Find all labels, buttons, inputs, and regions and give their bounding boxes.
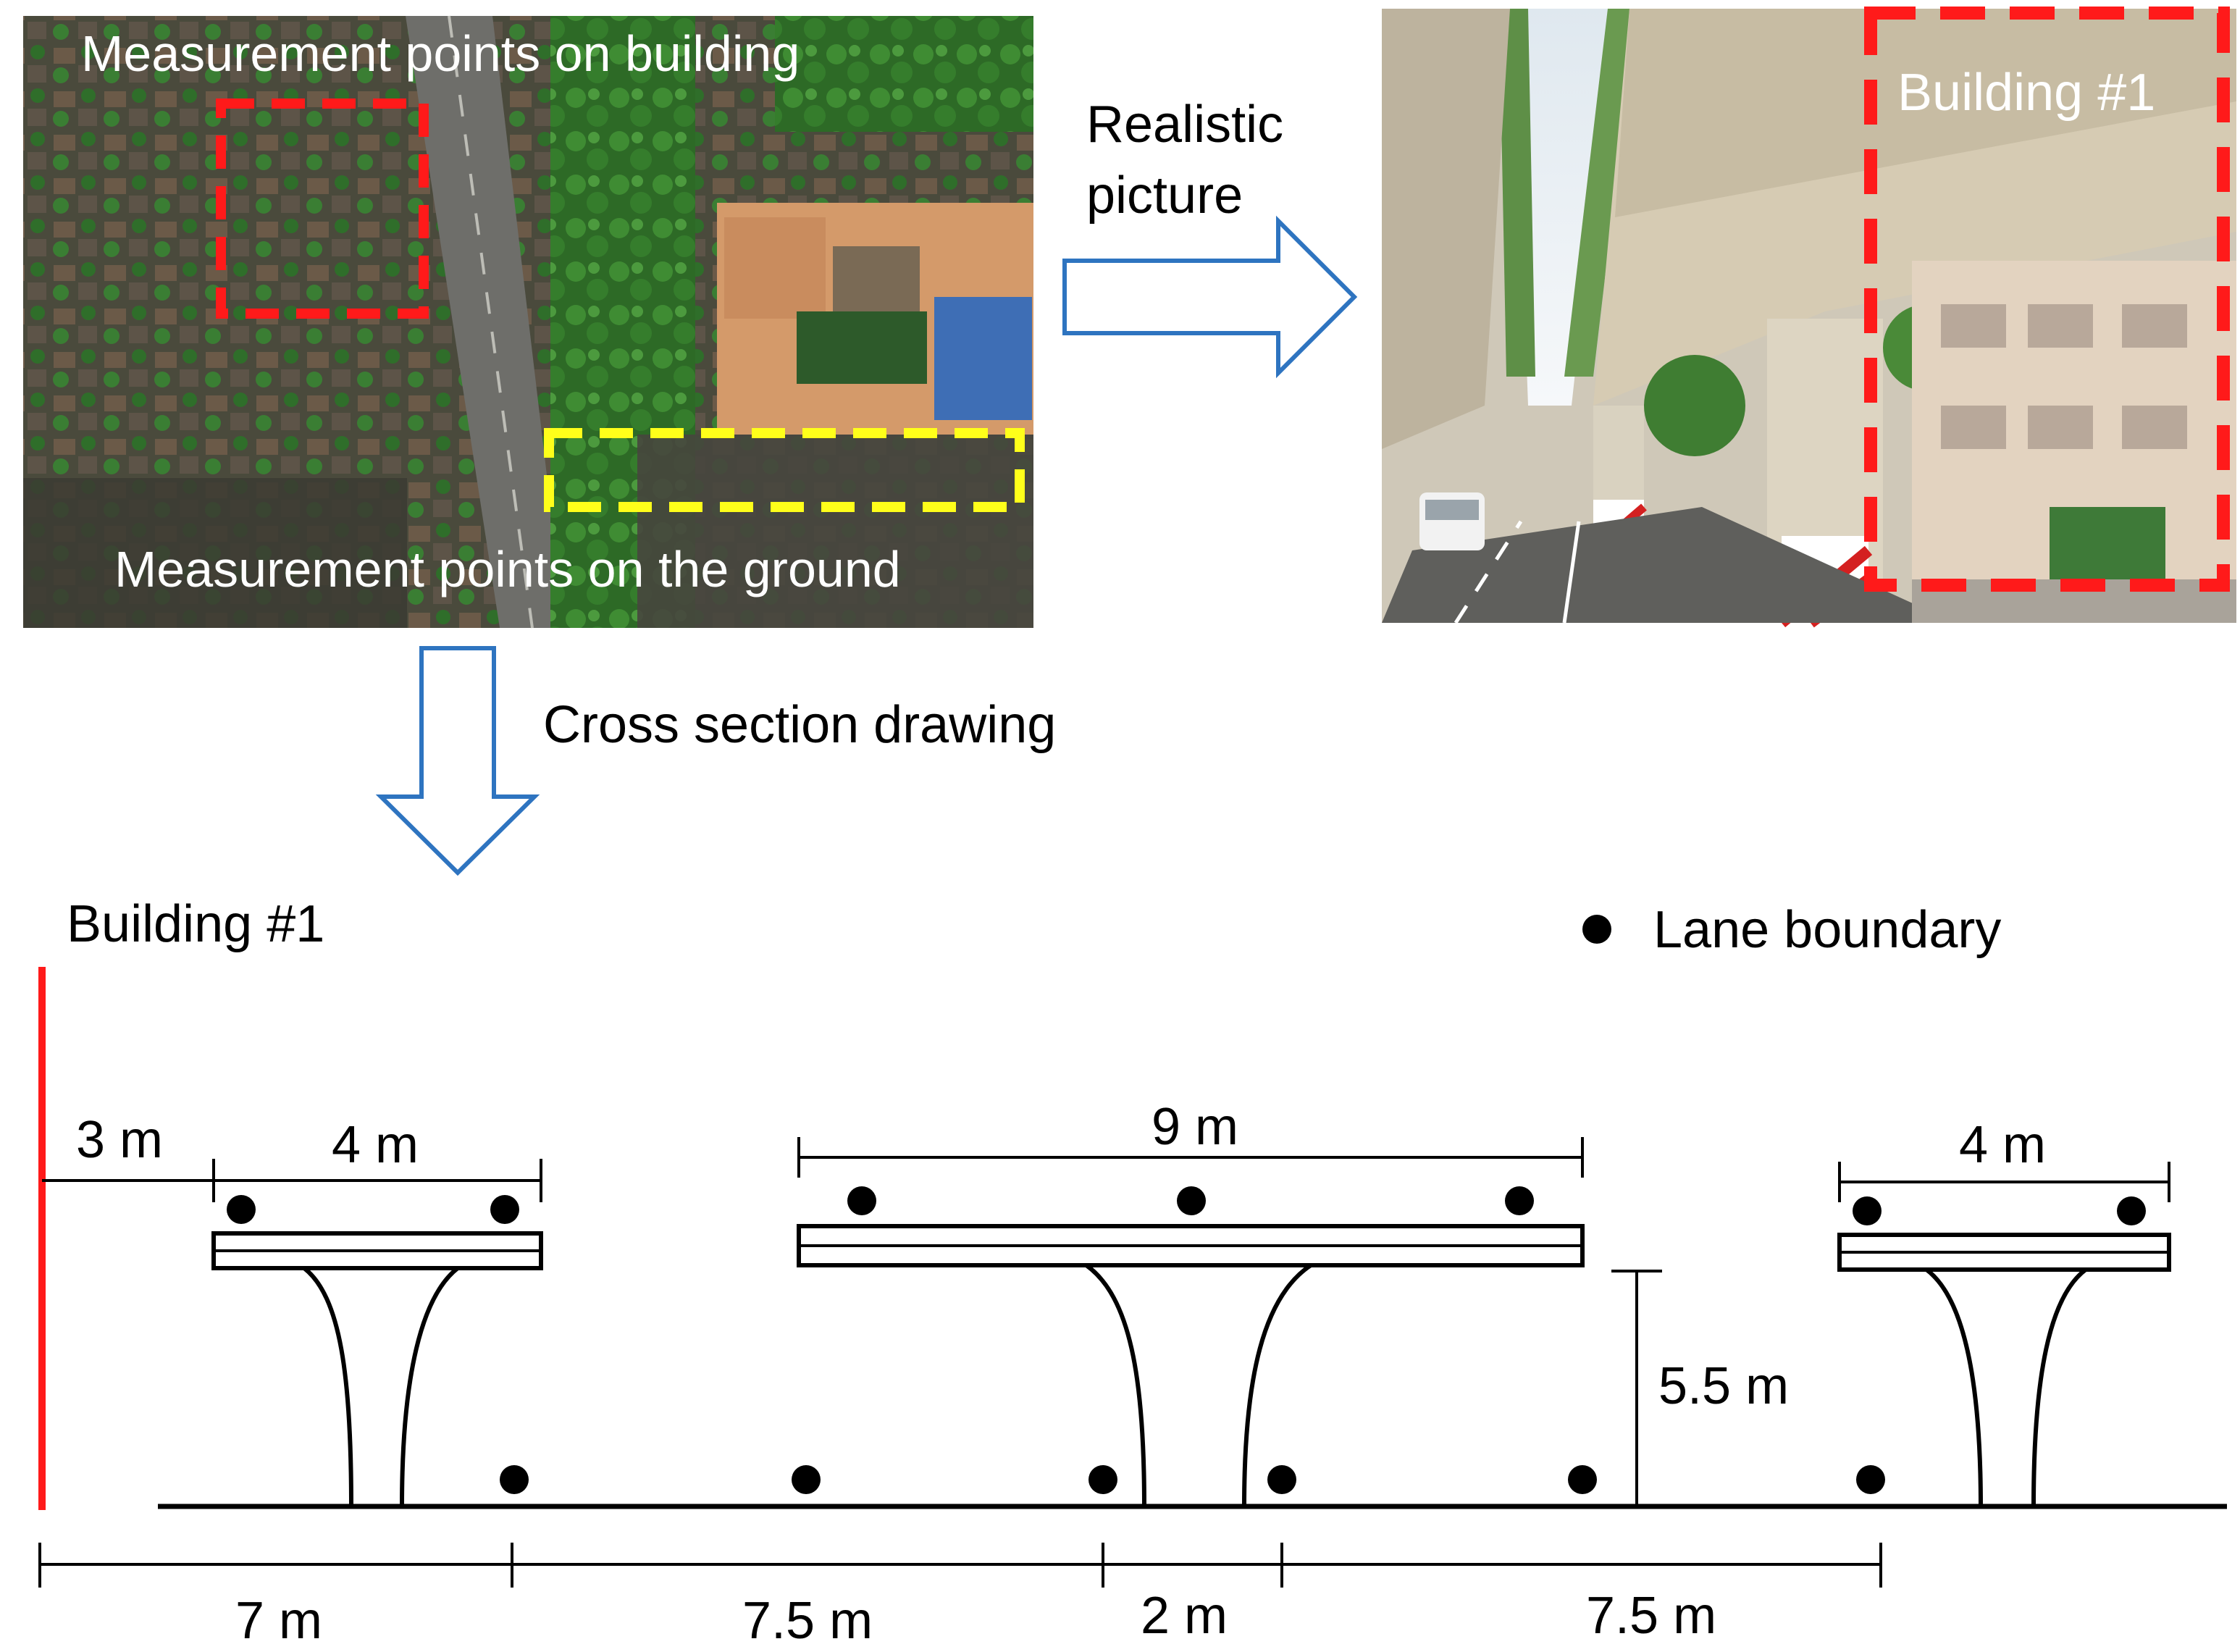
lane-point	[227, 1195, 256, 1224]
dim-9m: 9 m	[1152, 1098, 1238, 1156]
lane-point	[847, 1186, 876, 1215]
lane-point	[2117, 1196, 2146, 1225]
dim-4m-left: 4 m	[332, 1116, 419, 1174]
section-building-label: Building #1	[67, 895, 324, 953]
dim-4m-right: 4 m	[1959, 1116, 2046, 1174]
lane-point	[490, 1195, 519, 1224]
middle-pier	[1085, 1263, 1312, 1507]
lane-boundary-points	[227, 1186, 2146, 1494]
lane-point	[1568, 1465, 1597, 1494]
left-pier	[303, 1266, 459, 1507]
realistic-photo: Building #1	[1382, 7, 2236, 628]
lane-point	[1856, 1465, 1885, 1494]
arrow-down-label: Cross section drawing	[543, 696, 1056, 754]
lane-point	[500, 1465, 529, 1494]
dim-7m: 7 m	[235, 1592, 322, 1650]
dim-3m: 3 m	[76, 1111, 163, 1169]
photo-label: Building #1	[1897, 64, 2155, 122]
aerial-label-top: Measurement points on building	[81, 25, 800, 82]
lane-point	[1505, 1186, 1534, 1215]
building-measurement-box	[216, 98, 429, 319]
dim-height: 5.5 m	[1658, 1357, 1789, 1415]
building-photo-box	[1864, 7, 2230, 592]
right-pier	[1925, 1267, 2087, 1507]
lane-point	[1267, 1465, 1296, 1494]
lane-point	[1853, 1196, 1882, 1225]
arrow-right-label-2: picture	[1086, 167, 1243, 225]
lane-point	[792, 1465, 821, 1494]
aerial-label-bottom: Measurement points on the ground	[114, 541, 901, 598]
cross-section-drawing	[38, 967, 2227, 1588]
dim-7-5m-a: 7.5 m	[742, 1592, 873, 1650]
arrow-right	[1062, 215, 1358, 379]
lane-point	[1088, 1465, 1117, 1494]
lane-point	[1177, 1186, 1206, 1215]
arrow-right-label-1: Realistic	[1086, 96, 1283, 154]
legend-label: Lane boundary	[1653, 901, 2001, 959]
dim-2m: 2 m	[1141, 1587, 1228, 1645]
aerial-image: Measurement points on building Measureme…	[23, 15, 1033, 629]
legend-marker	[1582, 915, 1611, 944]
arrow-down	[375, 646, 540, 876]
dim-7-5m-b: 7.5 m	[1586, 1587, 1716, 1645]
ground-measurement-box	[544, 428, 1025, 512]
